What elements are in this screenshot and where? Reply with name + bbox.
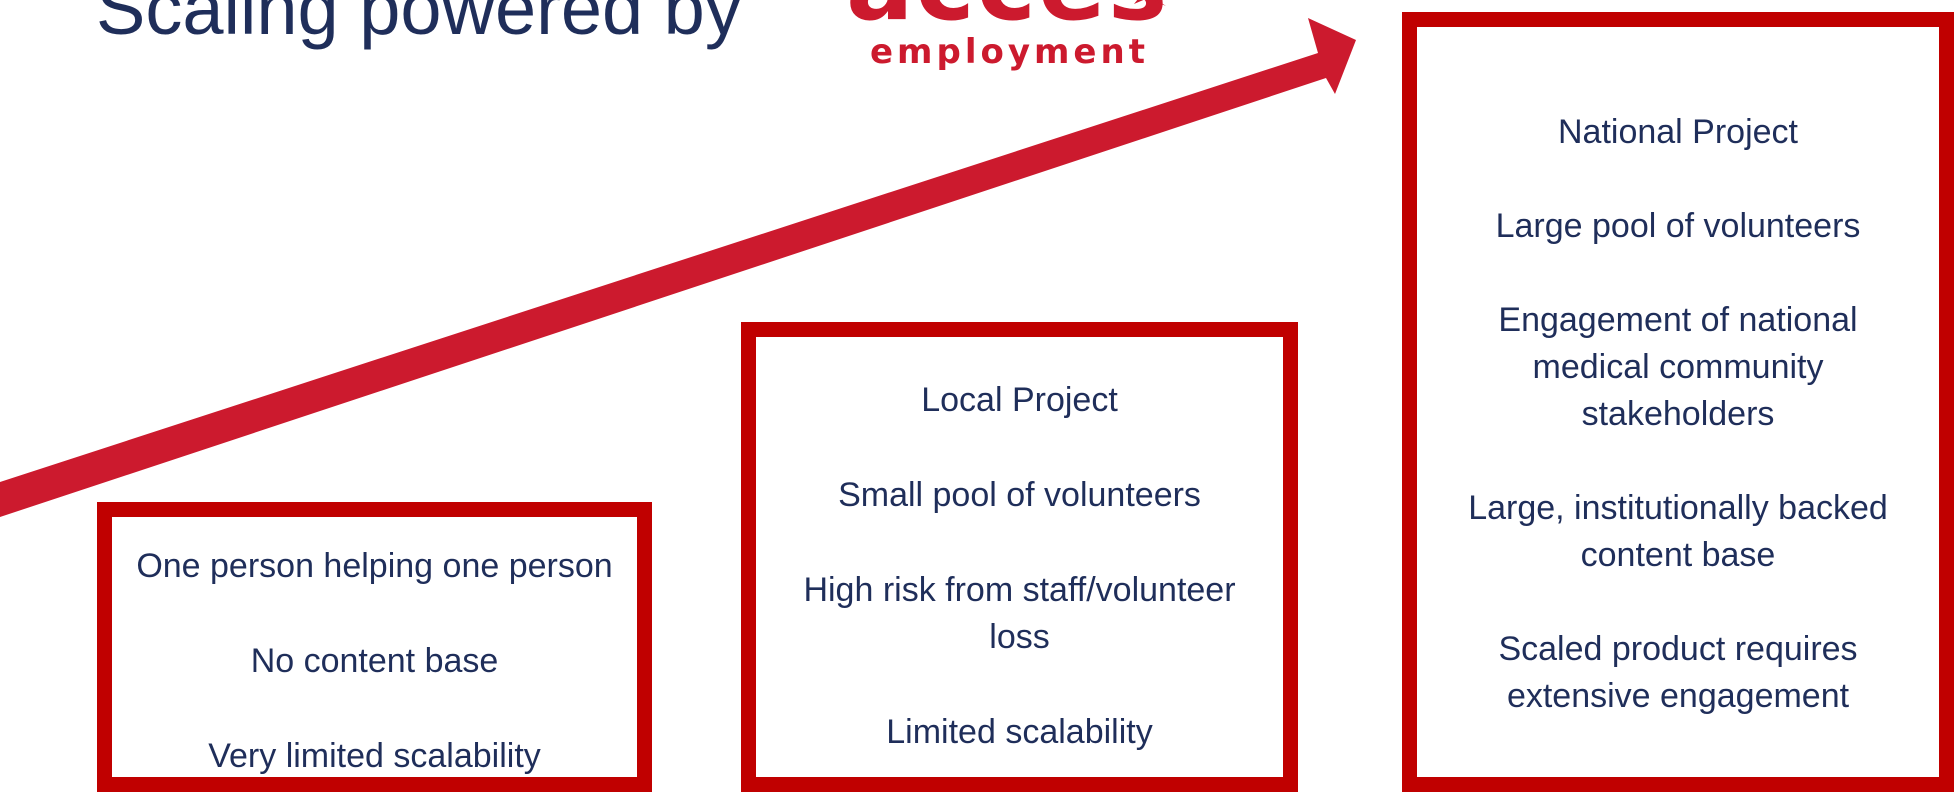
- stage-national-box: National Project Large pool of volunteer…: [1402, 12, 1954, 792]
- slide-title: Scaling powered by: [96, 0, 742, 50]
- stage-individual-line: No content base: [250, 642, 499, 680]
- logo-star-icon: [1134, 0, 1166, 6]
- stage-national-line: Engagement of national medical community…: [1498, 301, 1858, 433]
- growth-arrow-shape: [0, 18, 1356, 517]
- stage-national-line: National Project: [1557, 113, 1798, 151]
- stage-individual-line: One person helping one person: [136, 547, 613, 585]
- access-employment-logo: acces employment: [836, 0, 1206, 88]
- stage-local-line: High risk from staff/volunteer loss: [803, 571, 1236, 656]
- stage-local-line: Local Project: [921, 381, 1118, 419]
- stage-national-line: Scaled product requires extensive engage…: [1498, 630, 1858, 715]
- stage-national-line: Large pool of volunteers: [1495, 207, 1861, 245]
- stage-local-line: Small pool of volunteers: [838, 476, 1201, 514]
- stage-local-box: Local Project Small pool of volunteers H…: [741, 322, 1298, 792]
- stage-individual-box: One person helping one person No content…: [97, 502, 652, 792]
- logo-wordmark: acces: [846, 0, 1169, 43]
- stage-national-line: Large, institutionally backed content ba…: [1468, 489, 1888, 574]
- stage-individual-line: Very limited scalability: [208, 737, 541, 775]
- stage-local-line: Limited scalability: [886, 713, 1153, 751]
- logo-subtitle: employment: [870, 32, 1149, 72]
